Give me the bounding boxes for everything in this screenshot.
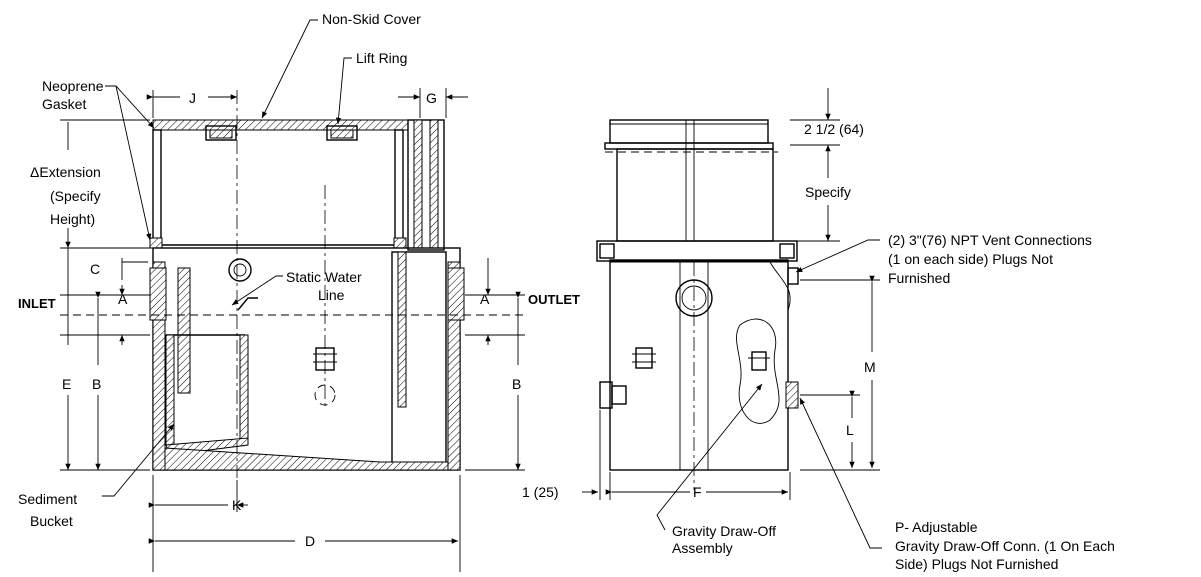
static-water-label-2: Line: [318, 287, 345, 303]
static-water-label-1: Static Water: [286, 269, 362, 285]
dim-d: D: [305, 533, 315, 549]
dim-e: E: [62, 376, 71, 392]
extension-wall-right: [394, 129, 404, 246]
p-adjustable-label-3: Side) Plugs Not Furnished: [895, 556, 1058, 572]
inlet-label: INLET: [18, 296, 56, 311]
outlet-nozzle: [447, 267, 465, 321]
lift-ring-label: Lift Ring: [356, 50, 407, 66]
end-inlet-port: [675, 279, 713, 317]
dim-1-label: 1 (25): [522, 484, 559, 500]
vent-label-3: Furnished: [888, 270, 950, 286]
end-draw-off-left: [635, 347, 653, 369]
dim-b-right: B: [512, 376, 521, 392]
extension-label-2: (Specify: [50, 188, 101, 204]
sloped-bottom: [164, 447, 449, 471]
extension-label-3: Height): [50, 211, 95, 227]
lift-ring-left: [205, 125, 237, 141]
neoprene-gasket-label-2: Gasket: [42, 96, 86, 112]
dim-a-right: A: [480, 291, 490, 307]
neoprene-gasket-label-1: Neoprene: [42, 78, 104, 94]
sediment-label-1: Sediment: [18, 491, 77, 507]
dim-l: L: [846, 422, 854, 438]
sediment-label-2: Bucket: [30, 513, 73, 529]
non-skid-cover-label: Non-Skid Cover: [322, 11, 421, 27]
p-adjustable-label-2: Gravity Draw-Off Conn. (1 On Each: [895, 538, 1115, 554]
dim-a-left: A: [118, 291, 128, 307]
end-draw-off-right: [751, 351, 767, 371]
outlet-label: OUTLET: [528, 292, 580, 307]
dim-g: G: [426, 90, 437, 106]
dim-c: C: [90, 261, 100, 277]
vent-label-2: (1 on each side) Plugs Not: [888, 251, 1053, 267]
extension-label-1: ΔExtension: [30, 164, 101, 180]
section-leaders: [102, 19, 352, 497]
gravity-label-2: Assembly: [672, 540, 733, 556]
vent-label-1: (2) 3"(76) NPT Vent Connections: [888, 232, 1092, 248]
draw-off-valve: [315, 347, 335, 371]
end-leaders: [656, 239, 882, 549]
dim-b-left: B: [92, 376, 101, 392]
section-view: [60, 90, 525, 478]
end-flange: [596, 240, 798, 262]
end-view: [596, 119, 799, 490]
non-skid-cover: [152, 119, 409, 131]
inlet-nozzle: [149, 267, 167, 321]
end-extension: [616, 148, 774, 242]
dim-f: F: [693, 484, 702, 500]
dim-2-5-label: 2 1/2 (64): [804, 121, 864, 137]
gravity-label-1: Gravity Draw-Off: [672, 523, 776, 539]
dim-k: K: [232, 497, 242, 513]
vent-stack: [407, 119, 445, 251]
extension-wall-left: [152, 129, 162, 246]
end-dimensions: [582, 88, 880, 500]
dim-j: J: [189, 90, 196, 106]
end-cover: [609, 119, 769, 144]
end-vent-conn: [787, 267, 799, 285]
p-adjustable-label-1: P- Adjustable: [895, 519, 978, 535]
end-body: [609, 259, 789, 471]
labels: Non-Skid Cover Lift Ring Neoprene Gasket…: [18, 11, 1115, 572]
dim-m: M: [864, 359, 876, 375]
section-dimensions: [60, 88, 525, 577]
lift-ring-right: [326, 125, 358, 141]
specify-label: Specify: [805, 184, 851, 200]
end-side-conn-right: [785, 381, 799, 409]
inlet-baffle: [177, 267, 191, 394]
vent-connection: [228, 258, 252, 282]
